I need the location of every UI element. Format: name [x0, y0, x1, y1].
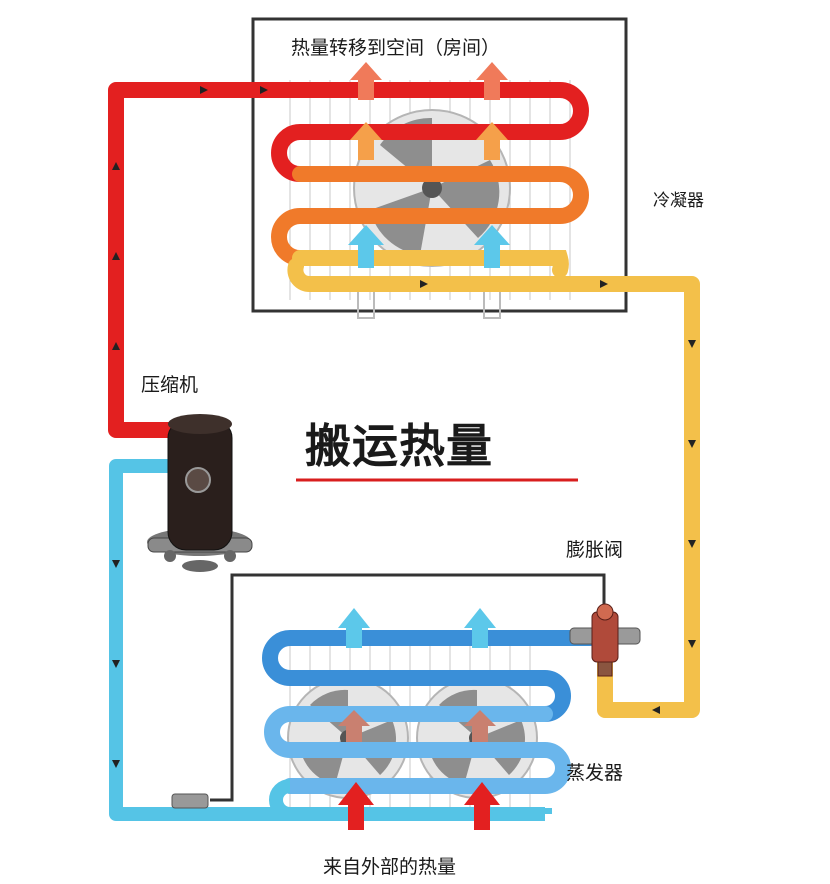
condenser-coil-warm	[271, 166, 589, 266]
evaporator-coil-light	[264, 706, 571, 794]
top-caption: 热量转移到空间（房间）	[291, 37, 501, 59]
air-in-arrows	[348, 225, 510, 268]
sensing-line	[210, 573, 606, 802]
heat-in-arrows	[338, 782, 500, 830]
bottom-caption: 来自外部的热量	[323, 856, 457, 878]
filter-drier-icon	[171, 793, 209, 809]
condenser-label: 冷凝器	[653, 191, 704, 211]
compressor-label: 压缩机	[141, 374, 199, 396]
heat-mid-arrows	[338, 710, 496, 742]
condenser-coil-cool	[287, 250, 700, 292]
evaporator-coil-cold	[262, 630, 598, 722]
evaporator-label: 蒸发器	[566, 762, 624, 784]
compressor-icon	[147, 414, 253, 572]
liquid-line	[597, 284, 700, 718]
condenser-frame	[251, 17, 628, 313]
flow-arrow-icon	[112, 86, 696, 768]
air-in-stubs	[357, 292, 501, 319]
condenser-coil-hot	[112, 82, 589, 182]
cold-air-out-arrows	[338, 608, 496, 648]
heat-out-arrows	[350, 62, 508, 160]
center-title: 搬运热量	[305, 419, 493, 473]
suction-line	[109, 459, 552, 821]
expansion-valve-icon	[569, 603, 641, 677]
expansion-valve-label: 膨胀阀	[566, 539, 624, 561]
